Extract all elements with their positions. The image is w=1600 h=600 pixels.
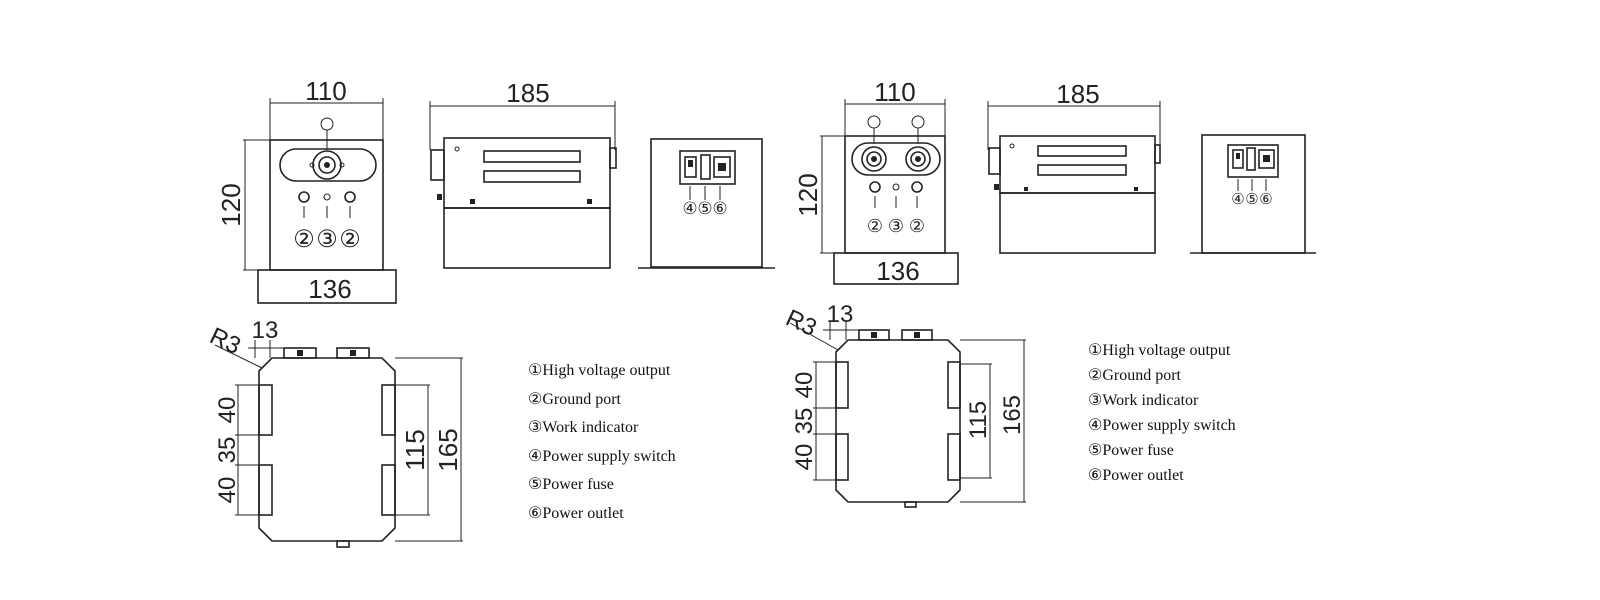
legend-1: ①High voltage output ②Ground port ③Work … [528, 362, 676, 522]
front-port-mark-2: ③ [316, 226, 338, 253]
side-view-1: 185 [429, 78, 617, 269]
bottom-view-1: 165 115 40 35 40 13 R3 [206, 317, 463, 548]
legend-item: ⑤Power fuse [1088, 442, 1174, 459]
front-base-label: 136 [876, 256, 919, 286]
bottom-seg3-label: 40 [214, 477, 241, 504]
bottom-inner-label: 115 [965, 401, 992, 439]
rear-port-mark-6: ⑥ [712, 199, 727, 218]
front-width-label: 110 [305, 76, 346, 106]
rear-port-mark-5: ⑤ [1245, 191, 1258, 208]
legend-item: ②Ground port [528, 391, 622, 408]
bottom-seg3-label: 40 [791, 444, 818, 471]
bottom-radius-label: R3 [206, 322, 245, 359]
front-base-label: 136 [308, 274, 351, 304]
drawing-set-1: 110 120 136 ② ③ ② [206, 76, 775, 548]
rear-port-mark-4: ④ [682, 199, 697, 218]
front-height-label: 120 [216, 183, 246, 226]
rear-view-1: ④ ⑤ ⑥ [638, 138, 775, 269]
legend-item: ③Work indicator [528, 419, 639, 436]
bottom-radius-label: R3 [782, 304, 821, 341]
legend-item: ①High voltage output [528, 362, 671, 379]
rear-port-mark-6: ⑥ [1259, 191, 1272, 208]
legend-item: ②Ground port [1088, 367, 1182, 384]
legend-item: ⑤Power fuse [528, 476, 614, 493]
legend-item: ⑥Power outlet [1088, 467, 1184, 484]
bottom-seg2-label: 35 [791, 408, 818, 435]
legend-2: ①High voltage output ②Ground port ③Work … [1088, 342, 1236, 484]
front-port-mark-1: ② [293, 226, 315, 253]
legend-item: ③Work indicator [1088, 392, 1199, 409]
bottom-offset-label: 13 [827, 301, 854, 328]
legend-item: ④Power supply switch [1088, 417, 1236, 434]
drawing-set-2: 110 120 136 ② [782, 77, 1316, 508]
bottom-seg1-label: 40 [214, 397, 241, 424]
side-length-label: 185 [1056, 79, 1099, 109]
side-length-label: 185 [506, 78, 549, 108]
bottom-seg1-label: 40 [791, 372, 818, 399]
front-port-mark-1: ② [867, 216, 883, 236]
side-view-2: 185 [987, 79, 1161, 254]
rear-port-mark-5: ⑤ [697, 199, 712, 218]
front-height-label: 120 [793, 173, 823, 216]
legend-item: ①High voltage output [1088, 342, 1231, 359]
bottom-total-label: 165 [999, 395, 1026, 435]
front-view-1: 110 120 136 ② ③ ② [216, 76, 397, 304]
legend-item: ⑥Power outlet [528, 505, 624, 522]
rear-port-mark-4: ④ [1231, 191, 1244, 208]
bottom-inner-label: 115 [400, 429, 430, 470]
legend-item: ④Power supply switch [528, 448, 676, 465]
rear-view-2: ④ ⑤ ⑥ [1190, 134, 1316, 254]
front-port-mark-3: ② [339, 226, 361, 253]
bottom-offset-label: 13 [252, 317, 279, 344]
bottom-seg2-label: 35 [214, 437, 241, 464]
front-width-label: 110 [874, 77, 915, 107]
front-port-mark-3: ② [909, 216, 925, 236]
front-port-mark-2: ③ [888, 216, 904, 236]
front-view-2: 110 120 136 ② [793, 77, 959, 286]
bottom-total-label: 165 [433, 428, 463, 471]
bottom-view-2: 165 115 40 35 40 13 R3 [782, 301, 1026, 508]
